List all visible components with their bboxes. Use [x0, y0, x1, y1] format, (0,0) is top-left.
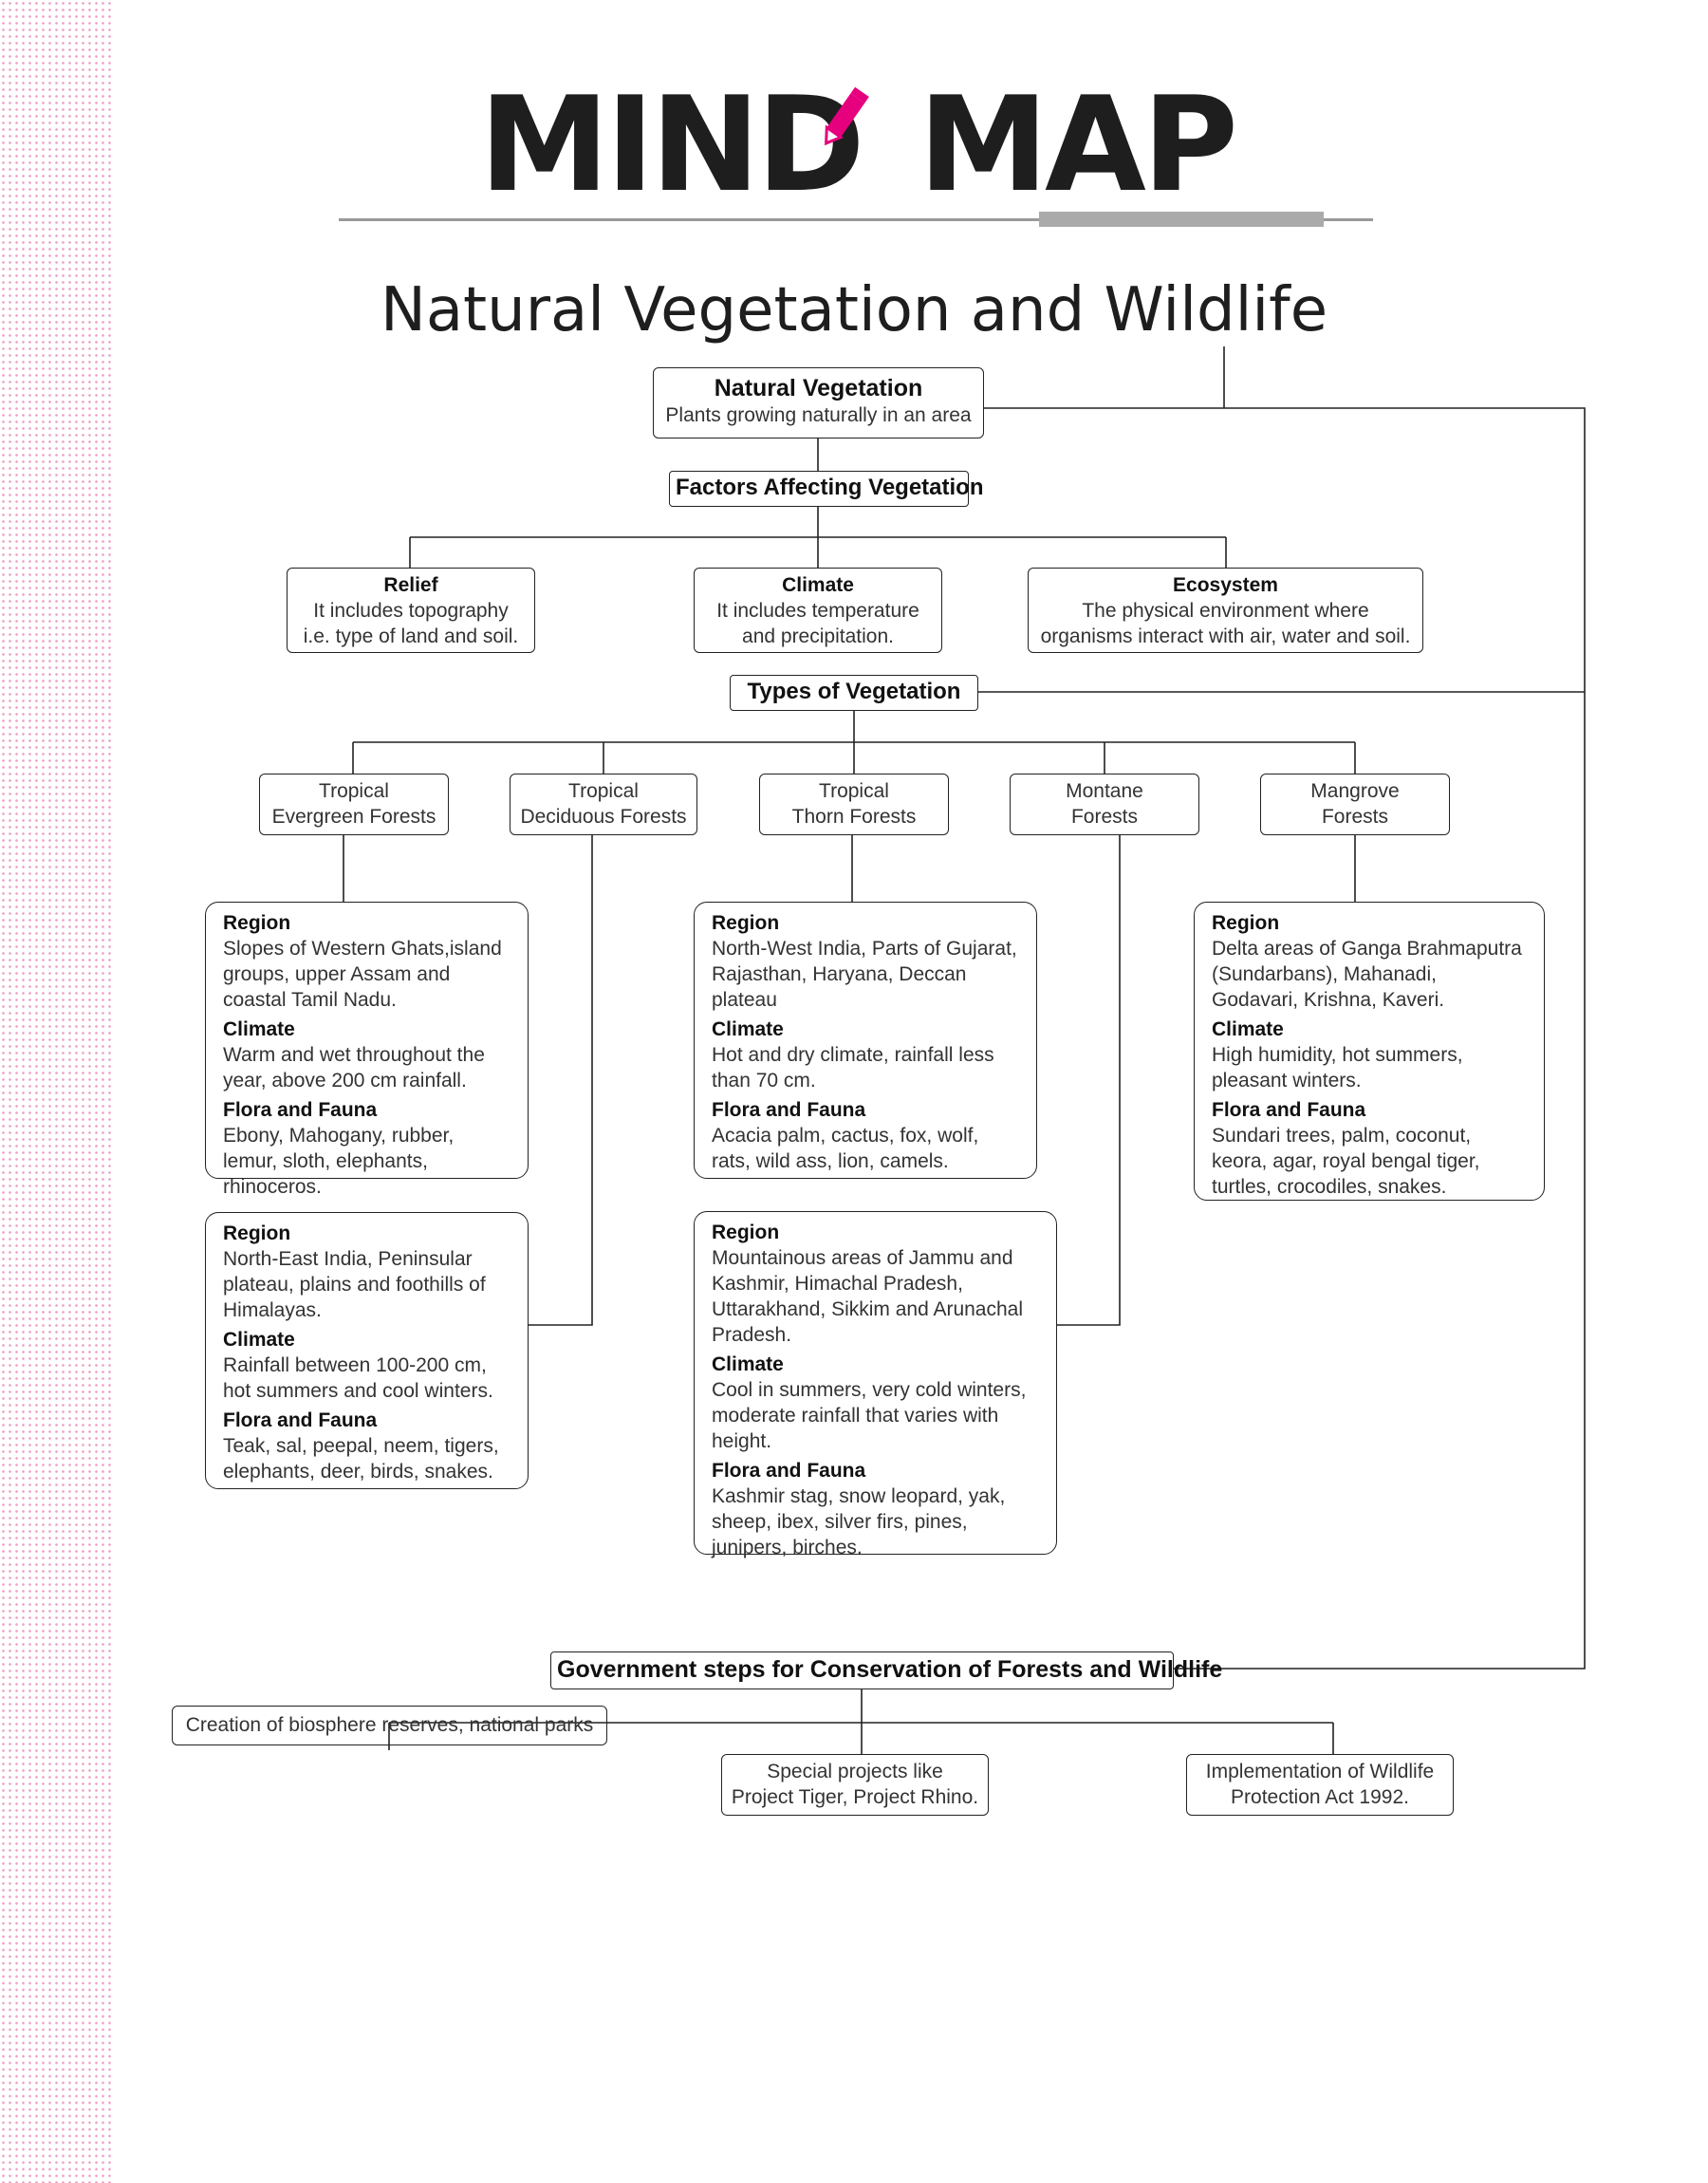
- montane-details: Region Mountainous areas of Jammu and Ka…: [694, 1211, 1057, 1558]
- montane-region-label: Region: [712, 1222, 780, 1243]
- mangrove-climate-label: Climate: [1212, 1018, 1284, 1040]
- forest-type-thorn: Tropical Thorn Forests: [759, 774, 949, 835]
- gov-step-projects-line1: Special projects like: [767, 1761, 943, 1782]
- header-rule: [339, 218, 1373, 221]
- thorn-flora-label: Flora and Fauna: [712, 1099, 866, 1121]
- pencil-icon: [825, 86, 869, 146]
- header-rule-accent: [1039, 212, 1324, 227]
- deciduous-climate-text: Rainfall between 100-200 cm, hot summers…: [223, 1354, 493, 1402]
- factors-heading: Factors Affecting Vegetation: [669, 471, 984, 507]
- forest-type-mangrove-line1: Mangrove: [1310, 780, 1400, 802]
- forest-type-evergreen: Tropical Evergreen Forests: [259, 774, 449, 835]
- factor-relief-text2: i.e. type of land and soil.: [303, 625, 519, 647]
- evergreen-climate-text: Warm and wet throughout the year, above …: [223, 1044, 485, 1092]
- factor-ecosystem-text1: The physical environment where: [1082, 600, 1369, 622]
- forest-type-montane-line2: Forests: [1070, 806, 1138, 828]
- gov-step-biosphere: Creation of biosphere reserves, national…: [172, 1706, 607, 1745]
- forest-type-mangrove-line2: Forests: [1321, 806, 1388, 828]
- forest-type-thorn-line2: Thorn Forests: [791, 806, 917, 828]
- montane-flora-text: Kashmir stag, snow leopard, yak, sheep, …: [712, 1485, 1006, 1558]
- thorn-flora-text: Acacia palm, cactus, fox, wolf, rats, wi…: [712, 1125, 979, 1172]
- evergreen-region-label: Region: [223, 912, 291, 934]
- forest-type-mangrove: Mangrove Forests: [1260, 774, 1450, 835]
- factor-climate: Climate It includes temperature and prec…: [694, 568, 942, 653]
- deciduous-climate-label: Climate: [223, 1329, 295, 1351]
- mangrove-flora-text: Sundari trees, palm, coconut, keora, aga…: [1212, 1125, 1480, 1198]
- evergreen-flora-label: Flora and Fauna: [223, 1099, 378, 1121]
- forest-type-evergreen-line2: Evergreen Forests: [271, 806, 436, 828]
- montane-climate-label: Climate: [712, 1353, 784, 1375]
- thorn-climate-label: Climate: [712, 1018, 784, 1040]
- factor-ecosystem: Ecosystem The physical environment where…: [1028, 568, 1423, 653]
- mangrove-details: Region Delta areas of Ganga Brahmaputra …: [1194, 902, 1545, 1201]
- montane-flora-label: Flora and Fauna: [712, 1460, 866, 1482]
- mangrove-climate-text: High humidity, hot summers, pleasant win…: [1212, 1044, 1463, 1092]
- logo-word-mind: MIND: [479, 68, 865, 221]
- thorn-region-label: Region: [712, 912, 780, 934]
- gov-step-act: Implementation of Wildlife Protection Ac…: [1186, 1754, 1454, 1816]
- factor-relief-text1: It includes topography: [313, 600, 509, 622]
- natural-vegetation-heading: Natural Vegetation: [714, 375, 923, 401]
- thorn-details: Region North-West India, Parts of Gujara…: [694, 902, 1037, 1179]
- forest-type-montane-line1: Montane: [1066, 780, 1143, 802]
- evergreen-climate-label: Climate: [223, 1018, 295, 1040]
- gov-step-biosphere-line1: Creation of biosphere reserves, national…: [185, 1714, 594, 1736]
- gov-step-act-line1: Implementation of Wildlife: [1205, 1761, 1435, 1782]
- logo-word-map: MAP: [918, 68, 1238, 221]
- forest-type-deciduous: Tropical Deciduous Forests: [510, 774, 697, 835]
- types-heading: Types of Vegetation: [730, 675, 978, 711]
- forest-type-deciduous-line2: Deciduous Forests: [520, 806, 687, 828]
- deciduous-region-label: Region: [223, 1222, 291, 1244]
- thorn-climate-text: Hot and dry climate, rainfall less than …: [712, 1044, 994, 1092]
- factor-climate-text1: It includes temperature: [716, 600, 919, 622]
- government-heading: Government steps for Conservation of For…: [550, 1651, 1222, 1689]
- factor-ecosystem-text2: organisms interact with air, water and s…: [1040, 625, 1411, 647]
- natural-vegetation-text: Plants growing naturally in an area: [665, 404, 972, 426]
- page-title: Natural Vegetation and Wildlife: [380, 275, 1328, 345]
- forest-type-montane: Montane Forests: [1010, 774, 1199, 835]
- deciduous-flora-text: Teak, sal, peepal, neem, tigers, elephan…: [223, 1435, 499, 1483]
- evergreen-details: Region Slopes of Western Ghats,island gr…: [205, 902, 529, 1198]
- natural-vegetation-node: Natural Vegetation Plants growing natura…: [653, 367, 984, 438]
- forest-type-evergreen-line1: Tropical: [319, 780, 389, 802]
- factor-ecosystem-label: Ecosystem: [1173, 574, 1278, 596]
- mangrove-region-label: Region: [1212, 912, 1280, 934]
- gov-step-projects-line2: Project Tiger, Project Rhino.: [731, 1786, 979, 1808]
- montane-region-text: Mountainous areas of Jammu and Kashmir, …: [712, 1247, 1024, 1346]
- mangrove-region-text: Delta areas of Ganga Brahmaputra (Sundar…: [1212, 938, 1522, 1011]
- evergreen-flora-text: Ebony, Mahogany, rubber, lemur, sloth, e…: [223, 1125, 455, 1198]
- gov-step-act-line2: Protection Act 1992.: [1231, 1786, 1409, 1808]
- mangrove-flora-label: Flora and Fauna: [1212, 1099, 1366, 1121]
- montane-climate-text: Cool in summers, very cold winters, mode…: [712, 1379, 1027, 1452]
- factor-relief: Relief It includes topography i.e. type …: [287, 568, 535, 653]
- factor-climate-label: Climate: [782, 574, 854, 596]
- factor-relief-label: Relief: [383, 574, 438, 596]
- dotted-margin: [0, 0, 112, 2183]
- factor-climate-text2: and precipitation.: [742, 625, 894, 647]
- thorn-region-text: North-West India, Parts of Gujarat, Raja…: [712, 938, 1017, 1011]
- deciduous-details: Region North-East India, Peninsular plat…: [205, 1212, 529, 1489]
- deciduous-flora-label: Flora and Fauna: [223, 1409, 378, 1431]
- forest-type-deciduous-line1: Tropical: [568, 780, 639, 802]
- evergreen-region-text: Slopes of Western Ghats,island groups, u…: [223, 938, 502, 1011]
- forest-type-thorn-line1: Tropical: [819, 780, 889, 802]
- deciduous-region-text: North-East India, Peninsular plateau, pl…: [223, 1248, 486, 1321]
- gov-step-projects: Special projects like Project Tiger, Pro…: [721, 1754, 989, 1816]
